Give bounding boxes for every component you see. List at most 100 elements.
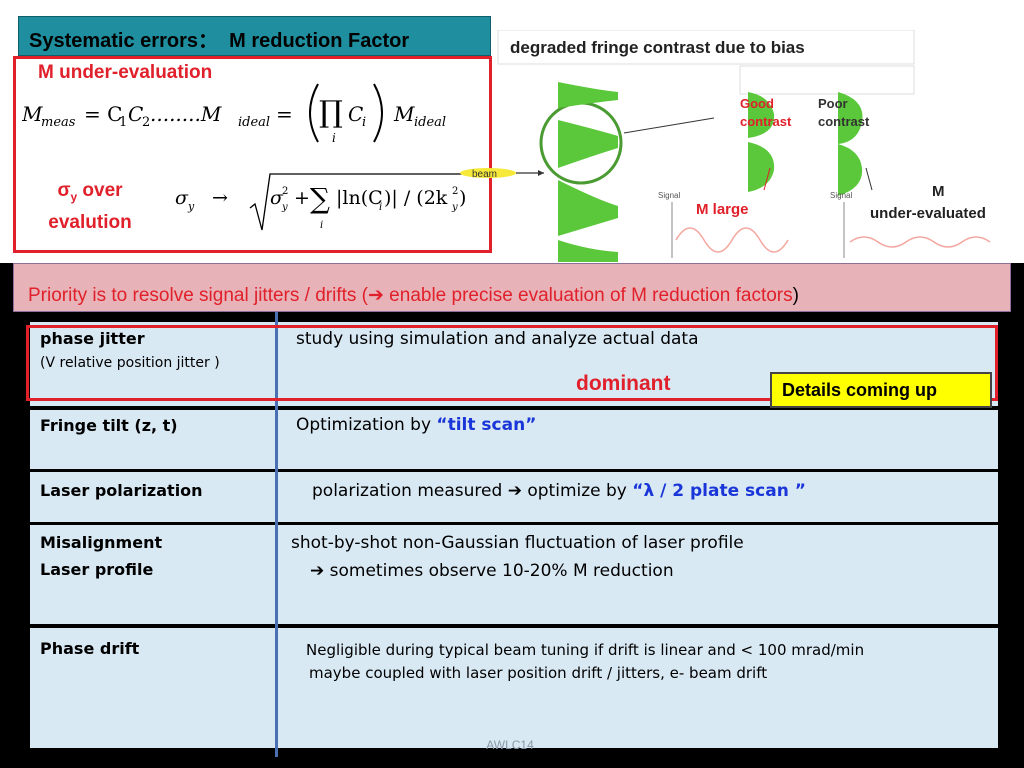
eq2-sq: 2 (282, 186, 288, 197)
m-meas-equation: M meas = C 1 C 2 ........M ideal = ∏ i C… (22, 83, 446, 145)
arrow-icon: ➔ (367, 285, 384, 306)
fringe-tilt-desc: Optimization by “tilt scan” (296, 411, 536, 439)
good-label: Good (740, 96, 774, 111)
sigma-sub: y (70, 189, 78, 204)
eq2-arrow: → (212, 187, 228, 209)
eq2-sigma: σ (175, 187, 189, 209)
good-contrast-label: contrast (740, 114, 792, 129)
figure-legend-box (739, 65, 915, 95)
title-part2: M reduction Factor (229, 30, 410, 52)
eq2-sigma2-sub: y (281, 202, 288, 213)
signal-wave-small (849, 236, 991, 248)
beam-spot (460, 168, 516, 178)
footer-text: AWLC14 (486, 738, 534, 752)
poor-contrast-shape (838, 92, 863, 196)
priority-text1: Priority is to resolve signal jitters / … (28, 285, 368, 306)
table-row (30, 628, 998, 748)
eq1-c1-sub: 1 (119, 115, 127, 130)
eq2-k-sup: 2 (452, 186, 458, 197)
signal-wave-large (675, 227, 789, 253)
eq1-mideal-sub: ideal (414, 115, 446, 130)
under-evaluated-label: under-evaluated (870, 205, 986, 222)
signal-label-2: Signal (830, 191, 852, 200)
slide-title: Systematic errors： M reduction Factor (18, 16, 491, 56)
row-label: phase jitter (40, 329, 145, 348)
row-sublabel: (V relative position jitter ) (40, 355, 220, 371)
fringe-tilt-label: Fringe tilt (z, t) (40, 416, 178, 435)
column-divider (275, 312, 278, 757)
row-desc: study using simulation and analyze actua… (296, 329, 699, 349)
phase-drift-label: Phase drift (40, 639, 140, 658)
eq1-c2-sub: 2 (142, 115, 150, 130)
eq1-eq2: = (276, 102, 293, 126)
eq1-dots: ........M (150, 102, 222, 126)
eq1-eq: = C (84, 102, 122, 126)
eq1-c2: C (128, 102, 143, 126)
misalignment-desc1: shot-by-shot non-Gaussian fluctuation of… (291, 533, 744, 553)
equation-frame (13, 56, 492, 253)
figure-title: degraded fringe contrast due to bias (510, 38, 805, 57)
eq2-sub-y: y (187, 200, 195, 213)
eq1-prod: ∏ (319, 95, 343, 130)
laser-profile-label: Laser profile (40, 560, 154, 579)
row-desc-cell: study using simulation and analyze actua… (280, 322, 998, 406)
priority-banner: Priority is to resolve signal jitters / … (13, 263, 1011, 312)
m-under-evaluation-label: M under-evaluation (38, 62, 213, 83)
laser-polarization-label: Laser polarization (40, 481, 203, 500)
table-row (30, 525, 998, 624)
dominant-label: dominant (576, 372, 671, 395)
table-row (30, 410, 998, 469)
fringe-tilt-desc-pre: Optimization by (296, 415, 437, 435)
eq1-mideal: M (393, 102, 415, 126)
table-row (30, 472, 998, 522)
eq1-ci-sub: i (362, 115, 366, 130)
poor-label: Poor (818, 96, 848, 111)
priority-close: ) (792, 285, 799, 306)
polarization-desc-pre: polarization measured (312, 481, 508, 501)
fringe-peaks (558, 82, 618, 262)
eq2-ci-sub: i (379, 202, 382, 213)
priority-text2: enable precise evaluation of M reduction… (383, 285, 793, 306)
phase-jitter-highlight-frame (26, 325, 998, 401)
eq2-end: ) (459, 187, 466, 209)
systematics-table: phase jitter (V relative position jitter… (30, 322, 998, 748)
sigma-evalution: evalution (48, 211, 132, 233)
title-part1: Systematic errors： (29, 30, 218, 52)
fringe-contrast-figure: degraded fringe contrast due to bias bea… (460, 30, 991, 262)
row-label-cell: phase jitter (V relative position jitter… (30, 322, 276, 406)
m-label: M (932, 183, 945, 200)
good-contrast-shape (748, 92, 775, 192)
eq2-sigma2: σ (270, 187, 284, 209)
eq2-sum-index: i (320, 220, 323, 231)
plate-scan-highlight: “λ / 2 plate scan ” (632, 481, 806, 501)
tilt-scan-highlight: “tilt scan” (436, 415, 537, 435)
eq2-ln: |ln(C (336, 187, 383, 209)
details-coming-up-callout: Details coming up (770, 372, 992, 408)
misalignment-desc2-text: sometimes observe 10-20% M reduction (324, 561, 674, 581)
sigma-over: over (77, 180, 123, 201)
sigma-equation: σ y → σ 2 y + ∑ i |ln(C i )| / (2k 2 y ) (175, 173, 466, 231)
arrow-icon: ➔ (310, 561, 325, 581)
signal-label-1: Signal (658, 191, 680, 200)
phase-drift-desc1: Negligible during typical beam tuning if… (306, 641, 865, 659)
eq1-ideal-sub: ideal (238, 115, 270, 130)
arrow-icon: ➔ (507, 481, 522, 501)
eq2-close: )| / (2k (384, 187, 448, 209)
sigma-symbol: σ (57, 180, 71, 201)
eq1-lhs-sub: meas (41, 115, 76, 130)
eq1-ci: C (348, 102, 363, 126)
eq1-prod-index: i (332, 131, 336, 145)
m-large-label: M large (696, 201, 749, 218)
beam-label: beam (472, 169, 497, 180)
eq2-k-sub: y (451, 202, 458, 213)
eq2-sum: ∑ (310, 182, 330, 215)
eq2-plus: + (294, 187, 310, 209)
phase-drift-desc2: maybe coupled with laser position drift … (309, 664, 768, 682)
sigma-over-evaluation-label: σy over evalution (30, 178, 150, 236)
misalignment-label: Misalignment (40, 533, 163, 552)
poor-contrast-label: contrast (818, 114, 870, 129)
eq1-lhs: M (22, 102, 43, 126)
polarization-desc-mid: optimize by (521, 481, 633, 501)
misalignment-desc2: ➔ sometimes observe 10-20% M reduction (310, 557, 674, 585)
laser-polarization-desc: polarization measured ➔ optimize by “λ /… (312, 477, 806, 505)
